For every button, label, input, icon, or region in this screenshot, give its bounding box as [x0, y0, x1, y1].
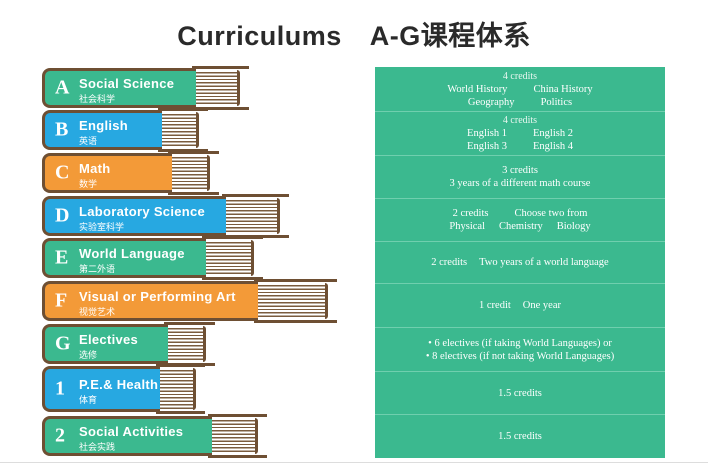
book-title: Social Science	[79, 76, 175, 91]
book-title-cn: 英语	[79, 136, 98, 146]
book-title: Visual or Performing Art	[79, 289, 236, 304]
book-title: Electives	[79, 332, 139, 347]
credits: 3 credits	[502, 165, 538, 176]
book-cover: 2 Social Activities 社会实践	[42, 416, 212, 456]
book-letter: C	[55, 161, 70, 184]
course: Geography	[467, 96, 515, 108]
book-cover: F Visual or Performing Art 视觉艺术	[42, 281, 258, 321]
book-cover: E World Language 第二外语	[42, 238, 206, 278]
book-letter: 2	[55, 424, 65, 447]
book-title-cn: 体育	[79, 395, 98, 405]
credits: 2 credits	[431, 257, 468, 268]
book-title-cn: 数学	[79, 179, 98, 189]
book-title: World Language	[79, 246, 185, 261]
course: Politics	[540, 96, 573, 108]
credits: 1 credit	[479, 300, 511, 311]
page-title: Curriculums A-G课程体系	[0, 14, 708, 53]
course: English 2	[533, 128, 573, 139]
credits: 2 credits	[452, 208, 489, 219]
row-f: 1 credit One year	[375, 284, 665, 328]
book-title: Social Activities	[79, 424, 184, 439]
credits: 4 credits	[502, 70, 538, 82]
row-1: 1.5 credits	[375, 372, 665, 415]
book-pages	[222, 194, 289, 238]
book-pages	[192, 66, 249, 110]
bullet: • 8 electives (if not taking World Langu…	[425, 350, 615, 362]
book-title-cn: 社会科学	[79, 94, 116, 104]
description: One year	[522, 300, 561, 311]
book-title: Laboratory Science	[79, 204, 206, 219]
course: China History	[533, 83, 593, 95]
book-pages	[156, 364, 205, 414]
book-cover: B English 英语	[42, 110, 162, 150]
book-title-cn: 社会实践	[79, 442, 116, 452]
credits: 1.5 credits	[498, 431, 542, 442]
book-pages	[208, 414, 267, 458]
book-cover: G Electives 选修	[42, 324, 168, 364]
book-letter: F	[55, 289, 68, 312]
description: 3 years of a different math course	[449, 178, 591, 189]
title-en: Curriculums	[177, 21, 342, 51]
course: English 1	[467, 128, 507, 139]
divider	[0, 462, 708, 463]
credits: 1.5 credits	[498, 387, 542, 399]
row-e: 2 credits Two years of a world language	[375, 242, 665, 284]
book-title-cn: 视觉艺术	[79, 307, 116, 317]
row-c: 3 credits 3 years of a different math cou…	[375, 156, 665, 199]
book-cover: D Laboratory Science 实验室科学	[42, 196, 226, 236]
book-title: Math	[79, 161, 111, 176]
row-2: 1.5 credits	[375, 415, 665, 458]
course: Chemistry	[499, 221, 543, 232]
book-cover: 1 P.E.& Health 体育	[42, 366, 160, 412]
book-title: English	[79, 118, 129, 133]
book-cover: A Social Science 社会科学	[42, 68, 196, 108]
title-cn: A-G课程体系	[369, 21, 531, 51]
book-title-cn: 实验室科学	[79, 222, 125, 232]
book-title-cn: 选修	[79, 350, 98, 360]
course: Physical	[449, 221, 485, 232]
book-pages	[164, 322, 215, 366]
description: Two years of a world language	[479, 257, 609, 268]
book-letter: D	[55, 204, 70, 227]
course: World History	[447, 83, 508, 95]
book-letter: E	[55, 246, 69, 269]
credits: 4 credits	[502, 115, 538, 126]
book-letter: G	[55, 332, 71, 355]
book-title: P.E.& Health	[79, 377, 159, 392]
course: English 4	[533, 141, 573, 152]
book-cover: C Math 数学	[42, 153, 172, 193]
book-pages	[168, 151, 219, 195]
book-pages	[202, 236, 263, 280]
book-pages	[158, 108, 208, 152]
book-letter: A	[55, 76, 70, 99]
row-g: • 6 electives (if taking World Languages…	[375, 328, 665, 372]
course: English 3	[467, 141, 507, 152]
book-letter: 1	[55, 377, 65, 400]
course: Biology	[556, 221, 591, 232]
book-title-cn: 第二外语	[79, 264, 116, 274]
bullet: • 6 electives (if taking World Languages…	[428, 337, 612, 349]
book-pages	[254, 279, 337, 323]
description: Choose two from	[514, 208, 588, 219]
book-letter: B	[55, 118, 69, 141]
